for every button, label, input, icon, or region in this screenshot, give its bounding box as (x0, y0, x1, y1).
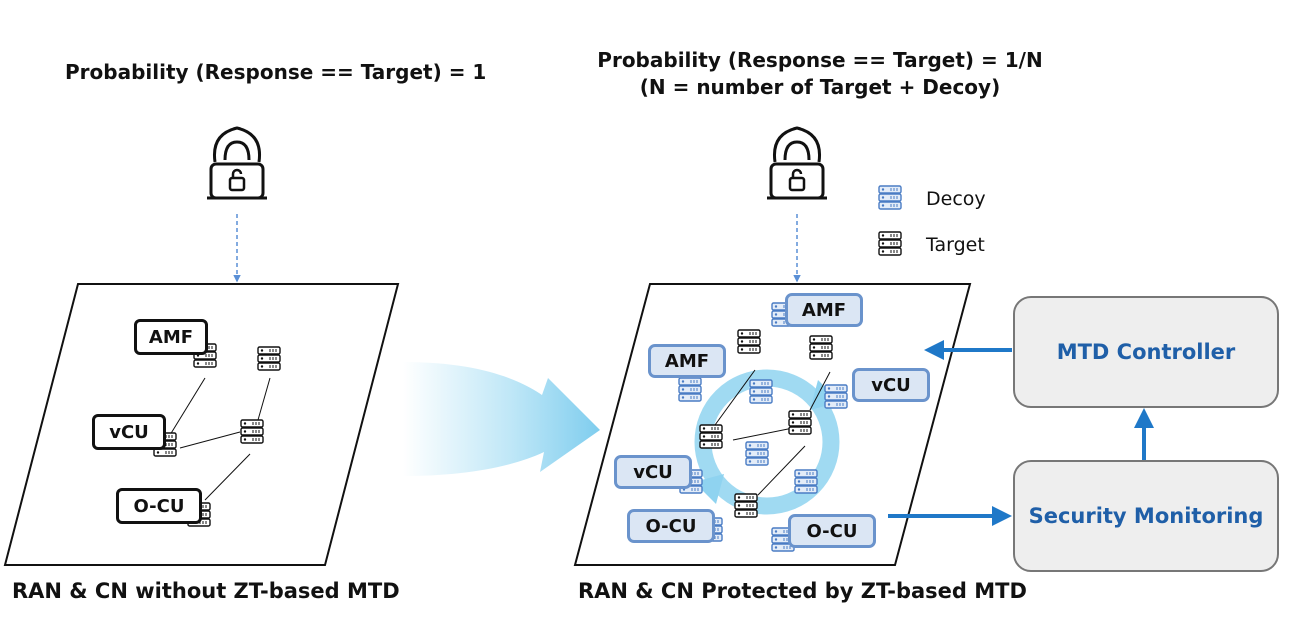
legend-decoy-label: Decoy (926, 188, 986, 210)
target-server-icon (257, 346, 281, 371)
left-network-plane (3, 283, 400, 566)
legend-target-icon (878, 231, 902, 256)
target-server-icon (788, 410, 812, 435)
right-probability-heading: Probability (Response == Target) = 1/N (… (560, 47, 1080, 101)
left-probability-heading: Probability (Response == Target) = 1 (65, 60, 487, 84)
decoy-server-icon (794, 469, 818, 494)
hacker-left-icon (205, 126, 269, 200)
legend-decoy-icon (878, 185, 902, 210)
target-server-icon (737, 329, 761, 354)
right-ocu-left-label: O-CU (627, 509, 715, 543)
right-links (714, 369, 831, 496)
right-ocu-right-label: O-CU (788, 514, 876, 548)
right-caption: RAN & CN Protected by ZT-based MTD (578, 579, 1027, 603)
hacker-right-icon (765, 126, 829, 200)
legend-target-label: Target (926, 234, 985, 256)
left-vcu-decoy-label: vCU (614, 455, 692, 489)
left-vcu-label: vCU (92, 414, 166, 450)
decoy-server-icon (824, 384, 848, 409)
target-server-icon (240, 419, 264, 444)
decoy-server-icon (749, 379, 773, 404)
right-probability-line1: Probability (Response == Target) = 1/N (597, 48, 1043, 72)
security-monitoring-box: Security Monitoring (1013, 460, 1279, 572)
right-amf-left-label: AMF (648, 344, 726, 378)
mtd-controller-box: MTD Controller (1013, 296, 1279, 408)
left-ocu-label: O-CU (116, 488, 202, 524)
transition-arrow (403, 362, 600, 476)
target-server-icon (809, 335, 833, 360)
left-caption: RAN & CN without ZT-based MTD (12, 579, 400, 603)
right-vcu-label: vCU (852, 368, 930, 402)
mtd-controller-label: MTD Controller (1056, 340, 1236, 364)
decoy-server-icon (745, 441, 769, 466)
right-probability-line2: (N = number of Target + Decoy) (639, 75, 1001, 99)
decoy-server-icon (678, 377, 702, 402)
left-amf-label: AMF (134, 319, 208, 355)
target-server-icon (734, 493, 758, 518)
target-server-icon (699, 424, 723, 449)
left-links (169, 377, 271, 501)
right-amf-top-label: AMF (785, 293, 863, 327)
security-monitoring-label: Security Monitoring (1028, 504, 1264, 528)
